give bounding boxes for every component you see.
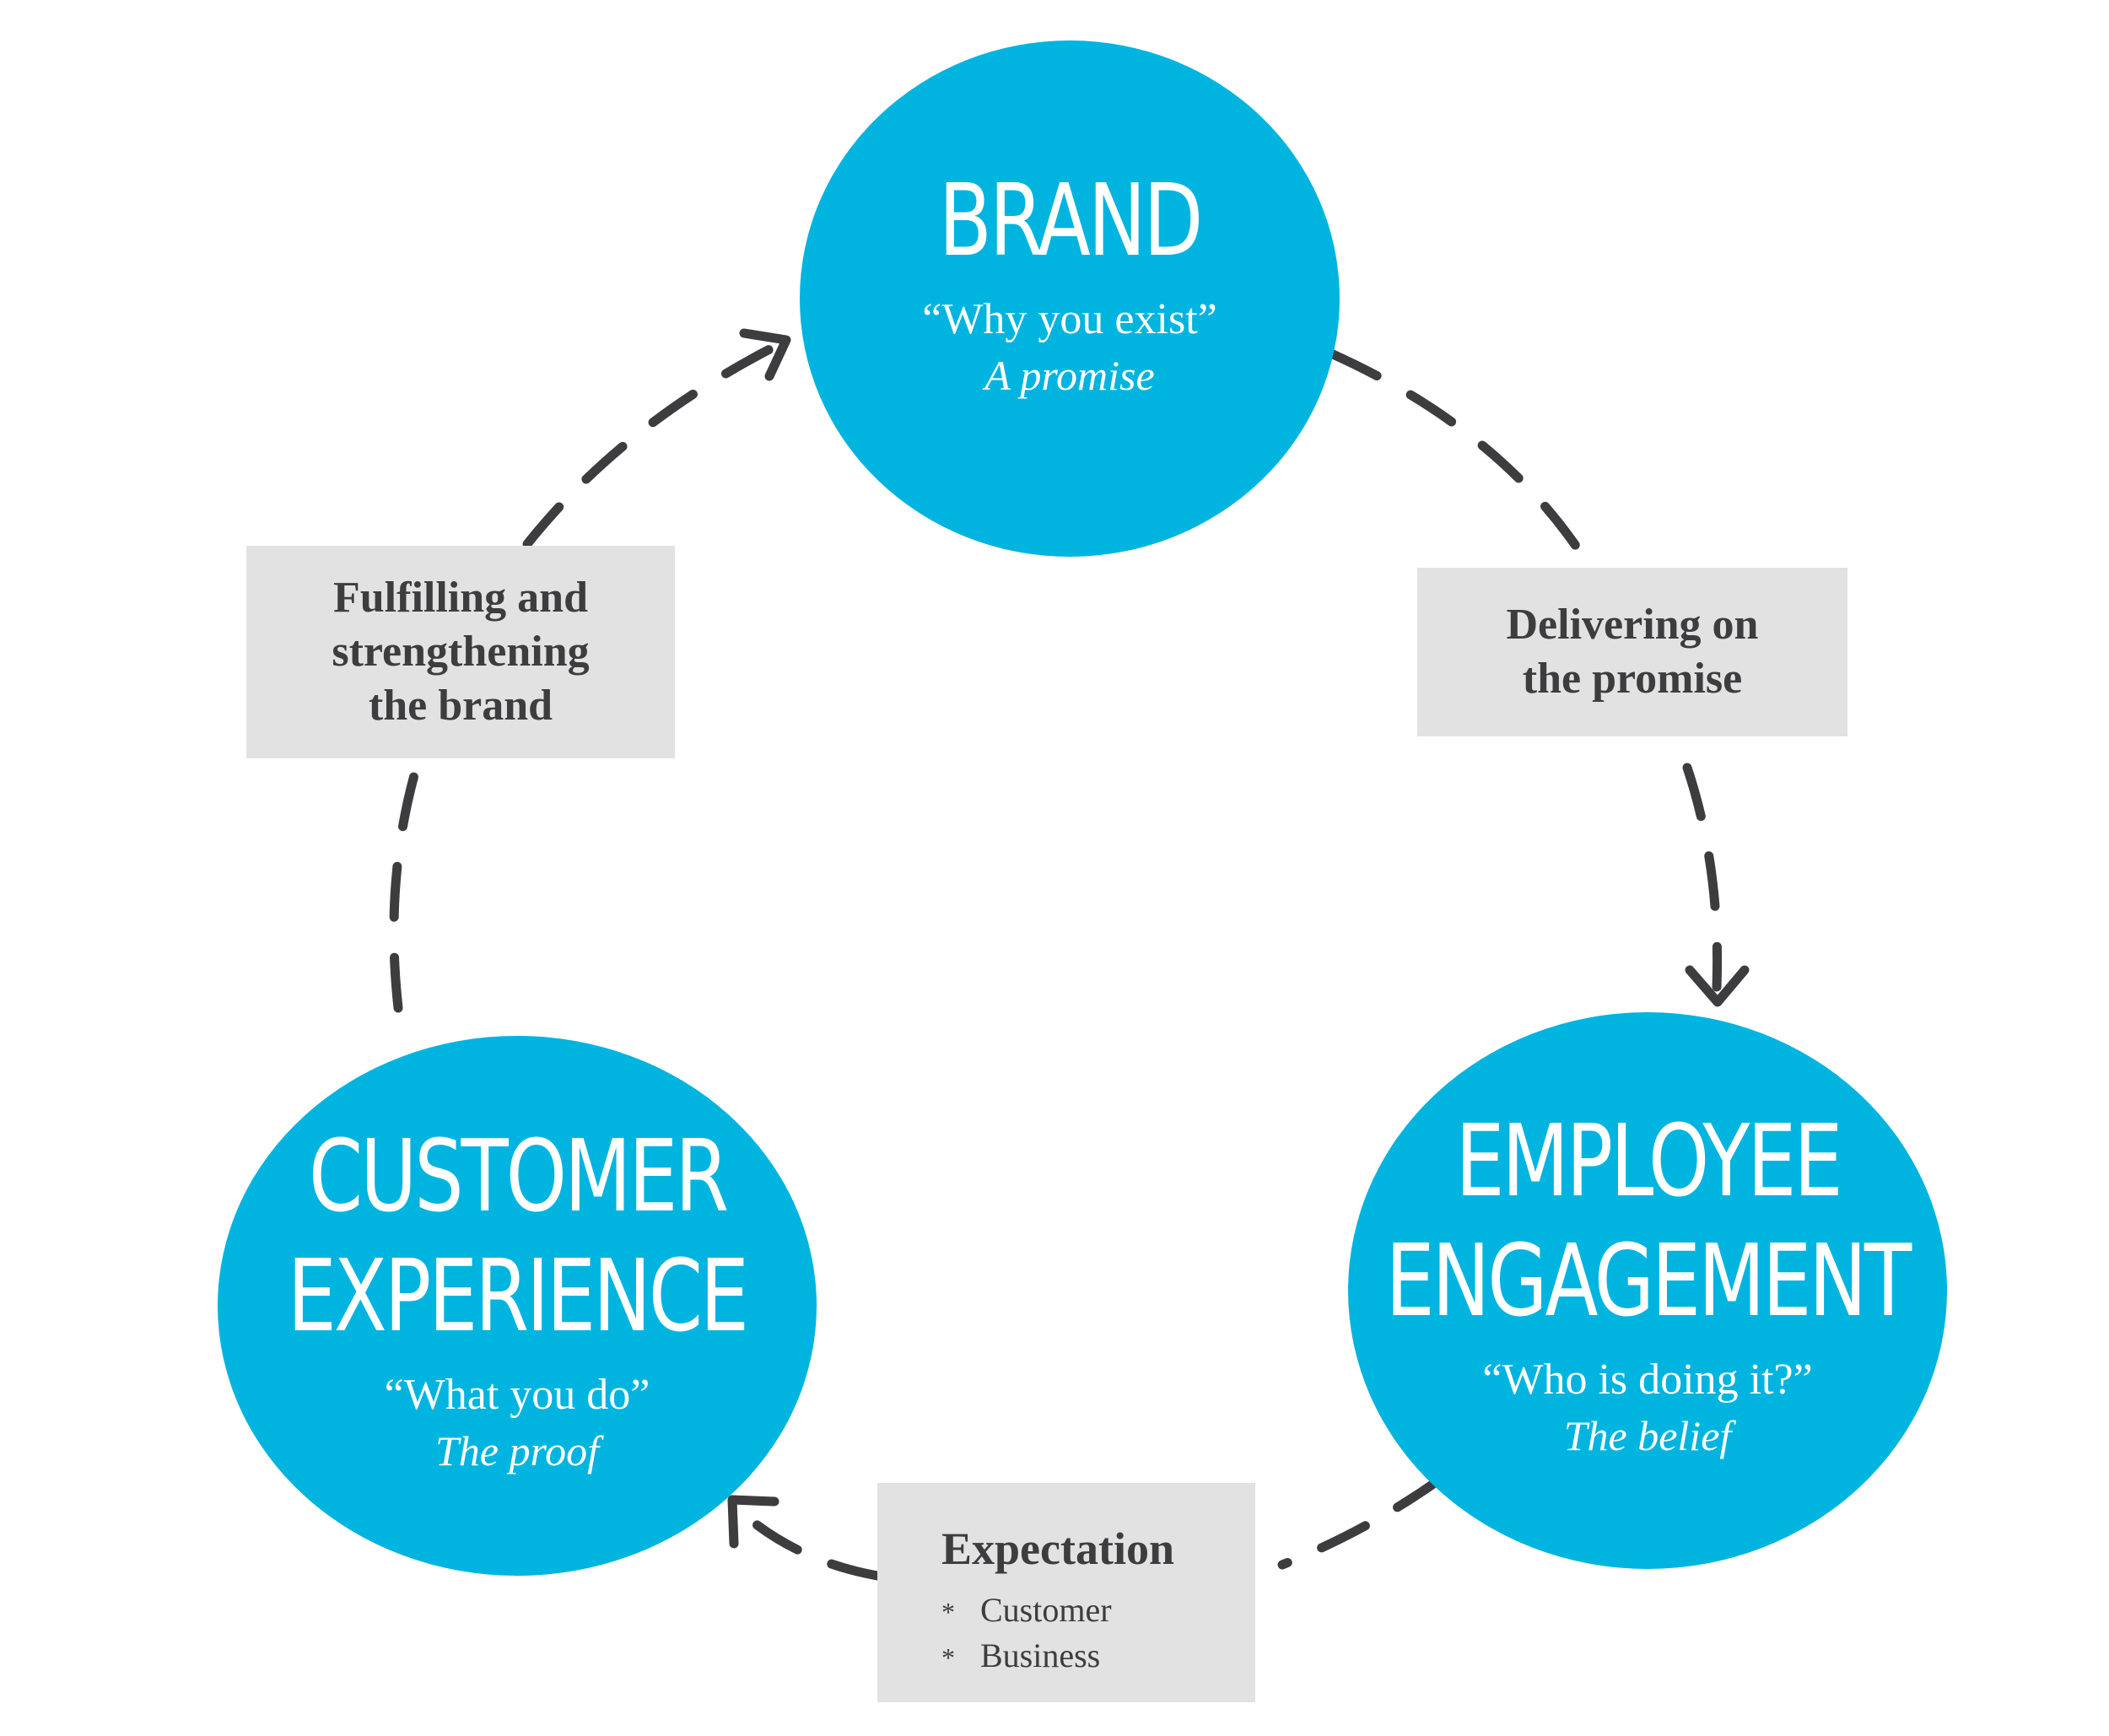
brand-title: BRAND — [938, 162, 1204, 278]
expectation-item-customer: * Customer — [941, 1589, 1112, 1633]
brand-circle: BRAND “Why you exist” A promise — [800, 40, 1340, 557]
customer-subtitle: The proof — [435, 1427, 599, 1475]
employee-subtitle: The belief — [1563, 1412, 1732, 1459]
arrowhead-brand — [739, 328, 791, 381]
arrowhead-employee — [1685, 965, 1750, 1007]
delivering-card: Delivering on the promise — [1417, 568, 1847, 736]
expectation-card: Expectation * Customer * Business — [877, 1483, 1255, 1702]
delivering-line-1: Delivering on — [1506, 601, 1759, 649]
expectation-title: Expectation — [941, 1523, 1174, 1574]
brand-quote: “Why you exist” — [922, 295, 1217, 343]
fulfilling-line-2: strengthening — [332, 628, 590, 676]
customer-title-line2: EXPERIENCE — [287, 1237, 749, 1354]
employee-title-line2: ENGAGEMENT — [1385, 1222, 1912, 1339]
expectation-item-label: Customer — [980, 1591, 1112, 1629]
arrowhead-customer — [727, 1495, 779, 1549]
employee-quote: “Who is doing it?” — [1482, 1356, 1813, 1404]
customer-quote: “What you do” — [384, 1371, 650, 1419]
fulfilling-card: Fulfilling and strengthening the brand — [246, 546, 675, 758]
expectation-item-label: Business — [980, 1636, 1101, 1674]
arrow-employee-to-expectation — [1277, 1475, 1443, 1570]
arrow-expectation-to-customer — [729, 1501, 882, 1581]
arrow-fulfilling-to-brand — [522, 337, 790, 549]
fulfilling-line-1: Fulfilling and — [333, 574, 588, 622]
arrow-brand-to-delivering — [1328, 349, 1591, 566]
expectation-item-business: * Business — [941, 1635, 1100, 1679]
arrow-customer-to-fulfilling — [389, 758, 423, 1013]
arrow-delivering-to-employee — [1682, 763, 1723, 992]
employee-title-line1: EMPLOYEE — [1454, 1103, 1842, 1219]
customer-experience-circle: CUSTOMER EXPERIENCE “What you do” The pr… — [218, 1036, 817, 1576]
bullet-icon: * — [941, 1597, 955, 1627]
fulfilling-line-3: the brand — [368, 682, 553, 730]
bullet-icon: * — [941, 1642, 955, 1673]
brand-subtitle: A promise — [984, 352, 1155, 399]
customer-title-line1: CUSTOMER — [308, 1118, 728, 1234]
employee-engagement-circle: EMPLOYEE ENGAGEMENT “Who is doing it?” T… — [1348, 1012, 1947, 1569]
delivering-line-2: the promise — [1522, 655, 1743, 703]
